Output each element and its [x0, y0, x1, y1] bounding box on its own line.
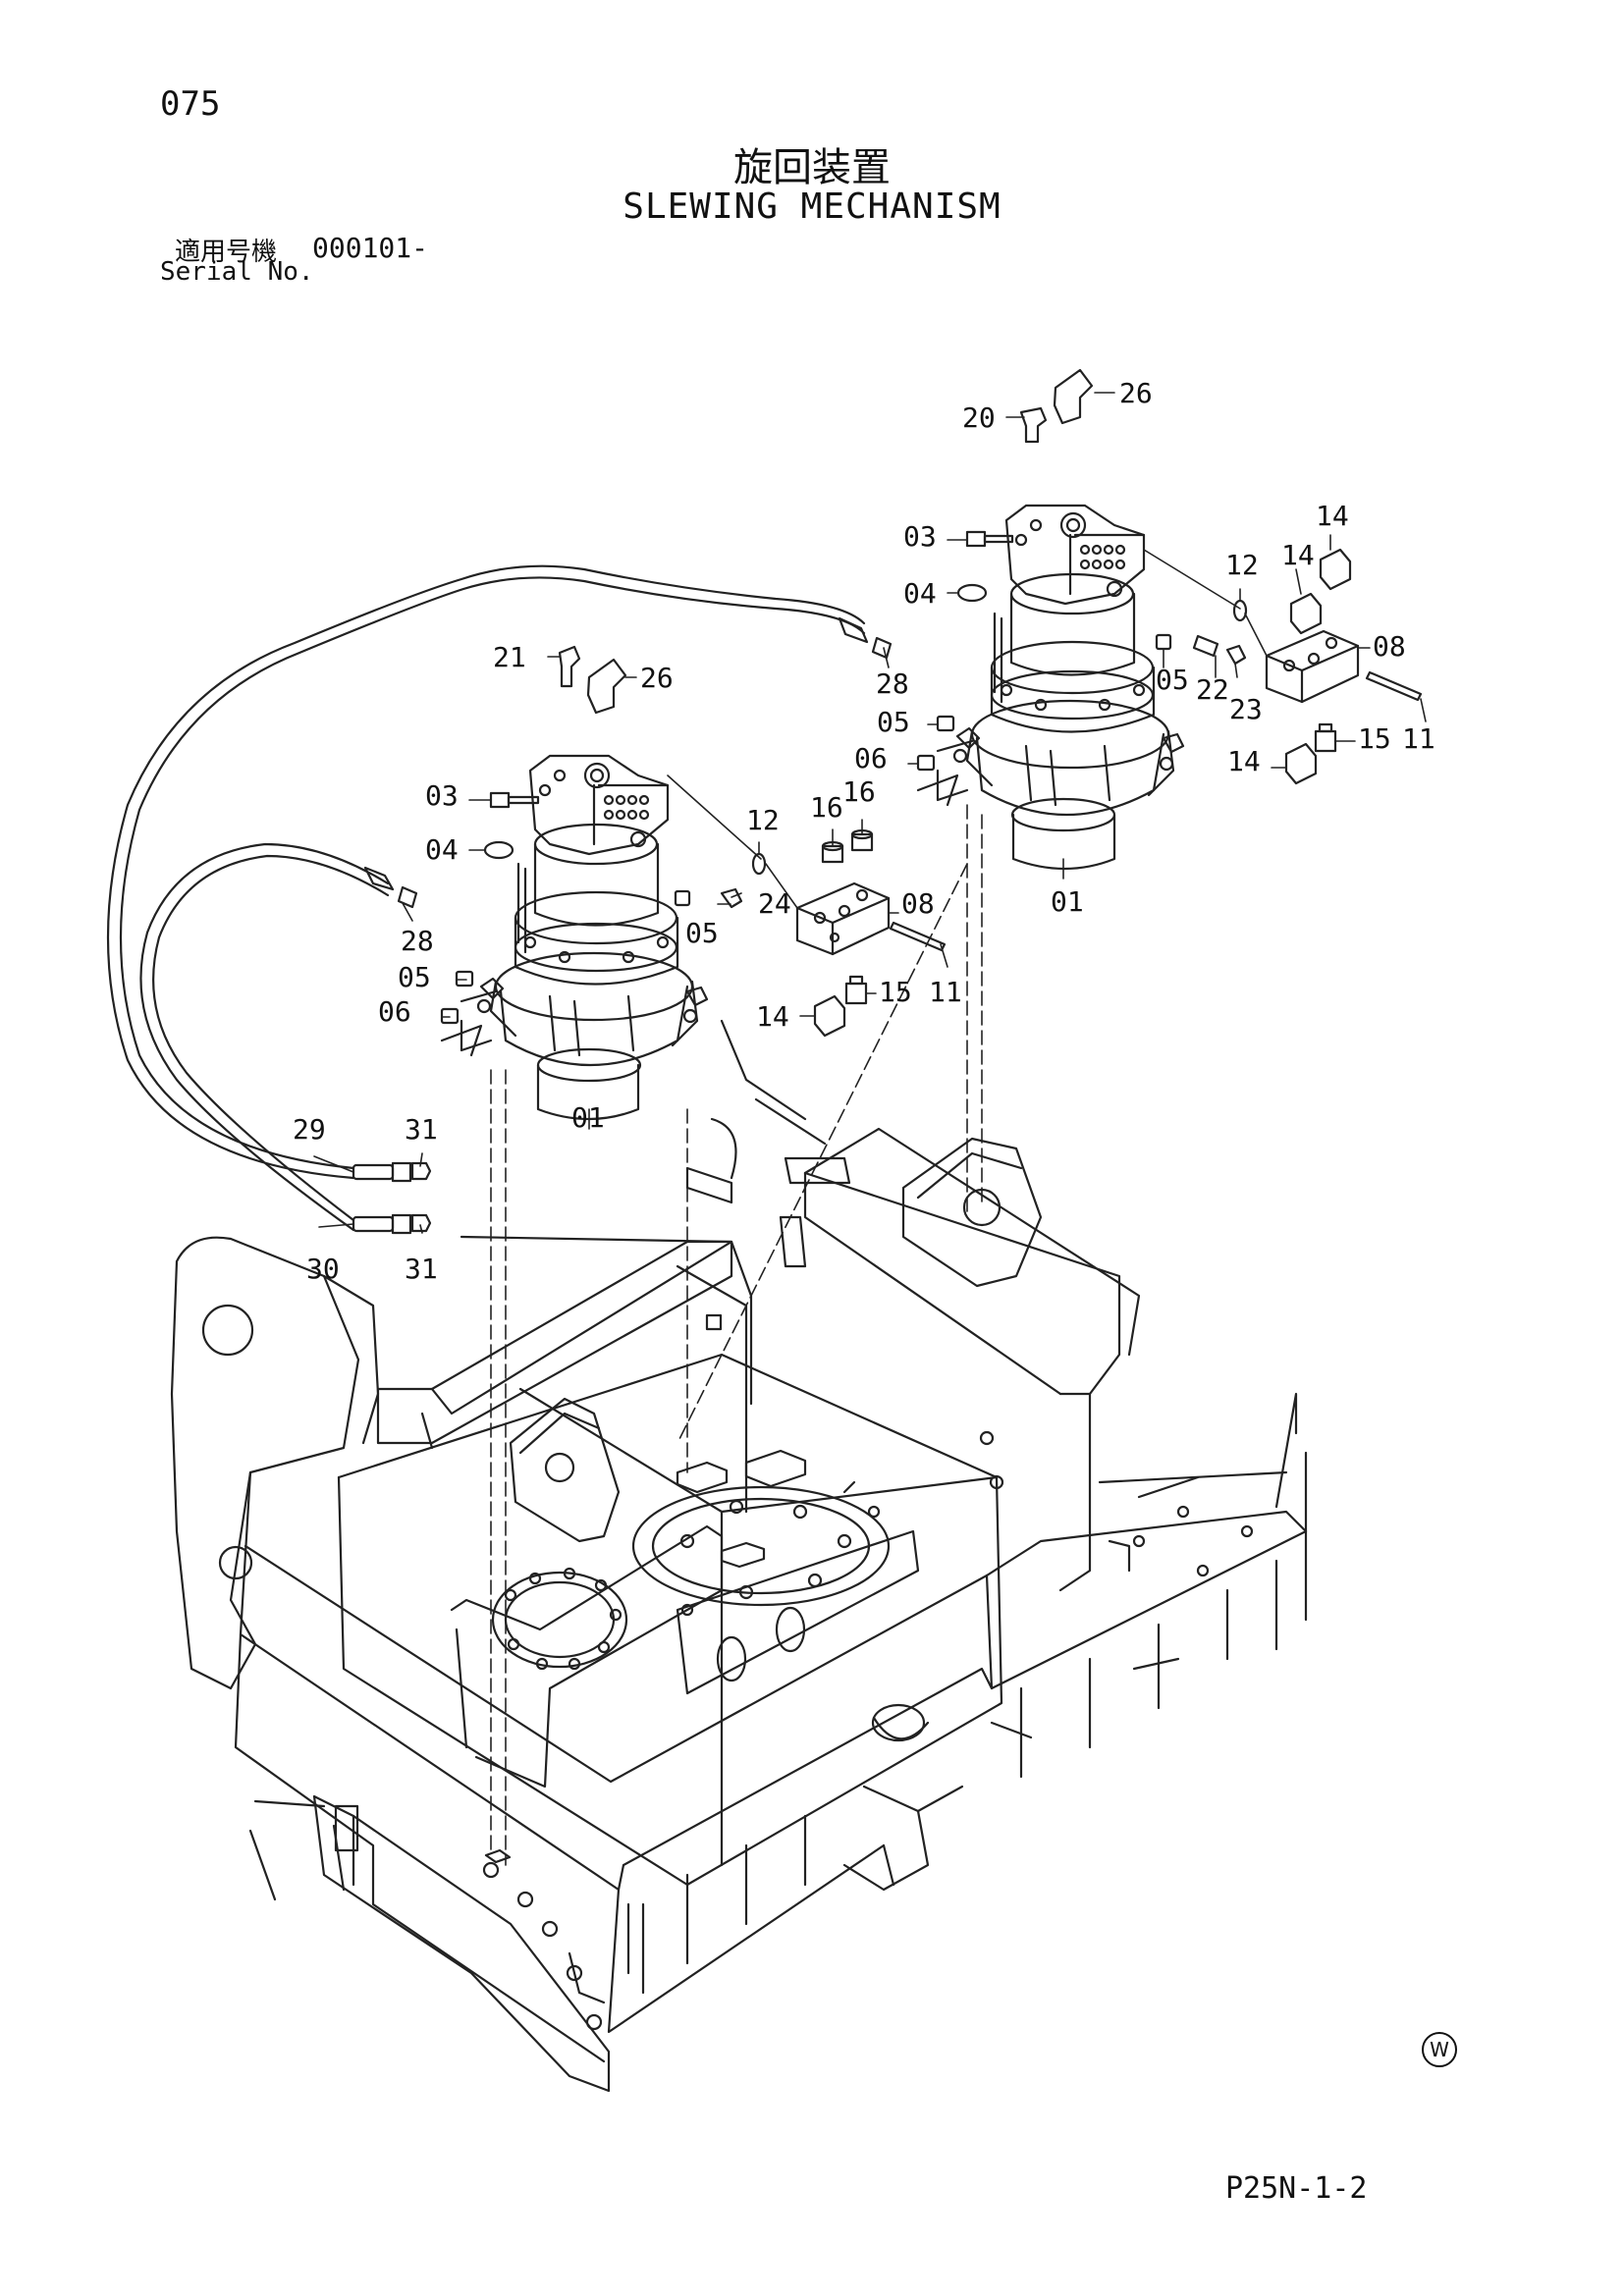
callout-04-left: 04 — [425, 833, 459, 866]
callout-05-right-a: 05 — [1156, 664, 1189, 696]
callout-14-right-a: 14 — [1316, 500, 1349, 532]
upper-frame — [170, 1019, 1308, 2093]
callout-05-left-a: 05 — [685, 917, 719, 949]
callout-20: 20 — [962, 401, 996, 434]
page-number: 075 — [160, 84, 221, 124]
parts-right-group — [916, 368, 1423, 785]
callout-23: 23 — [1229, 693, 1263, 725]
callout-15-left: 15 — [879, 976, 912, 1008]
callout-14-right-c: 14 — [1227, 745, 1261, 777]
callout-30: 30 — [306, 1253, 340, 1285]
callout-24: 24 — [758, 887, 791, 920]
callout-06-left: 06 — [378, 995, 411, 1028]
footer-code: P25N-1-2 — [1225, 2171, 1368, 2206]
callout-16-a: 16 — [810, 791, 843, 824]
callout-15-right: 15 — [1358, 722, 1391, 755]
callout-16-b: 16 — [842, 775, 876, 808]
callout-29: 29 — [293, 1113, 326, 1146]
callout-14-right-b: 14 — [1281, 539, 1315, 571]
callout-05-right-b: 05 — [877, 706, 910, 738]
callout-03-right: 03 — [903, 520, 937, 553]
callout-31-b: 31 — [405, 1253, 438, 1285]
parts-left-group — [440, 645, 947, 1038]
callout-04-right: 04 — [903, 577, 937, 610]
serial-label-japanese: 適用号機 — [175, 238, 278, 267]
callout-26-left: 26 — [640, 662, 674, 694]
callout-31-a: 31 — [405, 1113, 438, 1146]
callout-08-left: 08 — [901, 887, 935, 920]
callout-22: 22 — [1196, 673, 1229, 706]
callout-26-right: 26 — [1119, 377, 1153, 409]
callout-12-right: 12 — [1225, 549, 1259, 581]
callout-01-left: 01 — [571, 1101, 605, 1134]
callout-05-left-b: 05 — [398, 961, 431, 993]
callout-03-left: 03 — [425, 779, 459, 812]
w-mark-symbol: W — [1422, 2032, 1457, 2067]
slewing-motor-right — [916, 504, 1185, 871]
serial-label: Serial No. — [160, 257, 314, 287]
callout-28-right: 28 — [876, 667, 909, 700]
callout-08-right: 08 — [1373, 630, 1406, 663]
hoses — [106, 564, 893, 1235]
callout-28-left: 28 — [401, 925, 434, 957]
callout-11-right: 11 — [1402, 722, 1435, 755]
callout-06-right: 06 — [854, 742, 888, 774]
page-title: SLEWING MECHANISM — [623, 187, 1001, 227]
callout-11-left: 11 — [929, 976, 962, 1008]
page-title-japanese: 旋回装置 — [733, 145, 891, 190]
leader-lines — [313, 392, 1427, 1866]
callout-numbers: 01 01 03 03 04 04 05 05 05 05 06 06 08 0… — [293, 377, 1435, 1285]
callout-14-left: 14 — [756, 1000, 789, 1033]
callout-12-left: 12 — [746, 804, 780, 836]
callout-21: 21 — [493, 641, 526, 673]
callout-01-right: 01 — [1051, 885, 1084, 918]
serial-number-value: 000101- — [312, 232, 429, 264]
slewing-motor-left — [440, 754, 709, 1121]
